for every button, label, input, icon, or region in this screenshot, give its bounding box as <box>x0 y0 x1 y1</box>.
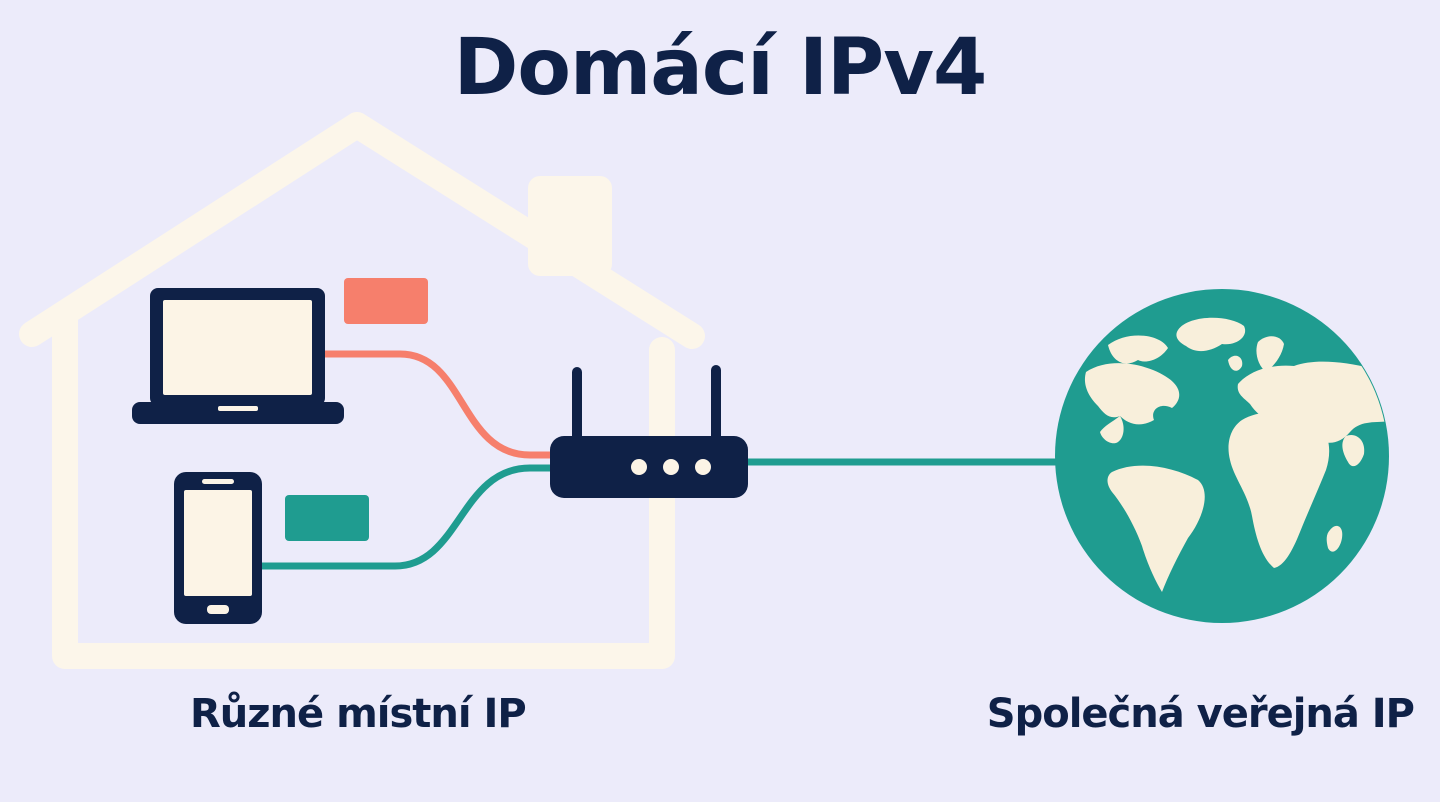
public-ip-label: Společná veřejná IP <box>986 691 1415 737</box>
globe-icon <box>1055 289 1389 623</box>
wifi-router-icon <box>550 365 748 498</box>
laptop-icon <box>132 288 344 424</box>
laptop-ip-tag <box>344 278 428 324</box>
smartphone-icon <box>174 472 262 624</box>
phone-connection-line <box>258 464 556 570</box>
local-ips-label: Různé místní IP <box>190 691 527 737</box>
house-outline-icon <box>19 112 705 669</box>
diagram-title: Domácí IPv4 <box>453 23 988 113</box>
phone-ip-tag <box>285 495 369 541</box>
laptop-connection-line <box>321 350 556 459</box>
